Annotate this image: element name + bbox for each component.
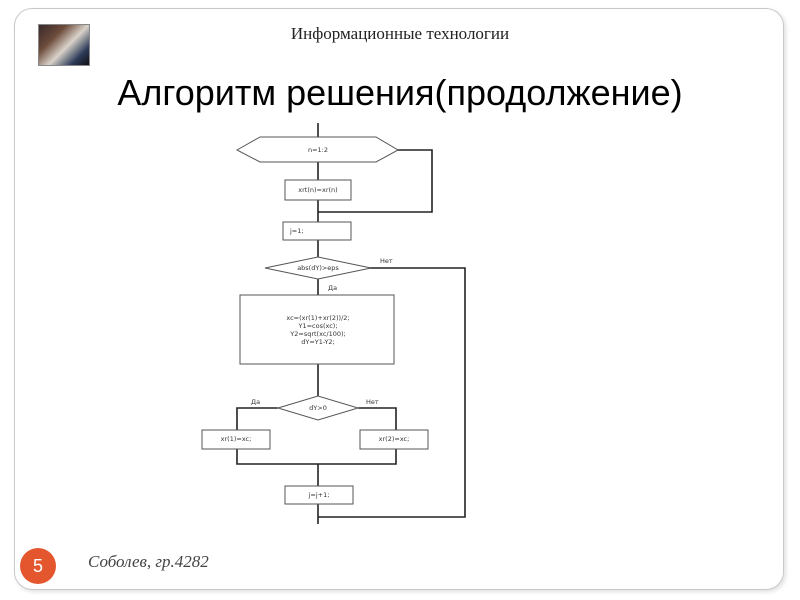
while-exit-line	[318, 267, 466, 518]
init-j-text: j=1;	[289, 227, 304, 235]
while-no-label: Нет	[380, 257, 393, 265]
assign-right-text: xr(2)=xc;	[379, 435, 410, 443]
assign-xr-box	[284, 179, 352, 201]
if-merge-line	[236, 449, 397, 465]
while-diamond	[264, 256, 372, 280]
while-cond-text: abs(dY)>eps	[297, 264, 339, 272]
slide-title: Алгоритм решения(продолжение)	[117, 72, 683, 113]
loop-return-line	[318, 149, 433, 213]
if-no-label: Нет	[366, 398, 379, 406]
process-line-4: dY=Y1-Y2;	[301, 338, 335, 346]
while-yes-label: Да	[328, 284, 337, 292]
increment-box	[284, 485, 354, 505]
if-yes-label: Да	[251, 398, 260, 406]
increment-text: j=j+1;	[308, 491, 330, 499]
process-line-1: xc=(xr(1)+xr(2))/2;	[286, 314, 349, 322]
assign-left-box	[201, 429, 271, 450]
if-yes-line	[236, 407, 278, 430]
header-photo	[38, 24, 90, 66]
process-line-3: Y2=sqrt(xc/100);	[289, 330, 345, 338]
loop-start-hexagon	[235, 136, 400, 163]
footer-author: Соболев, гр.4282	[88, 552, 209, 571]
loop-start-text: n=1:2	[308, 146, 328, 154]
slide-frame	[14, 8, 784, 590]
slide-number-badge: 5	[20, 548, 56, 584]
process-line-2: Y1=cos(xc);	[297, 322, 337, 330]
header-subject: Информационные технологии	[290, 24, 510, 43]
if-cond-text: dY>0	[309, 404, 327, 412]
init-j-box	[282, 221, 352, 241]
assign-right-box	[359, 429, 429, 450]
if-no-line	[358, 407, 397, 430]
assign-xr-text: xrt(n)=xr(n)	[298, 186, 337, 194]
assign-left-text: xr(1)=xc;	[221, 435, 252, 443]
process-box	[239, 294, 395, 365]
if-diamond	[276, 395, 360, 421]
